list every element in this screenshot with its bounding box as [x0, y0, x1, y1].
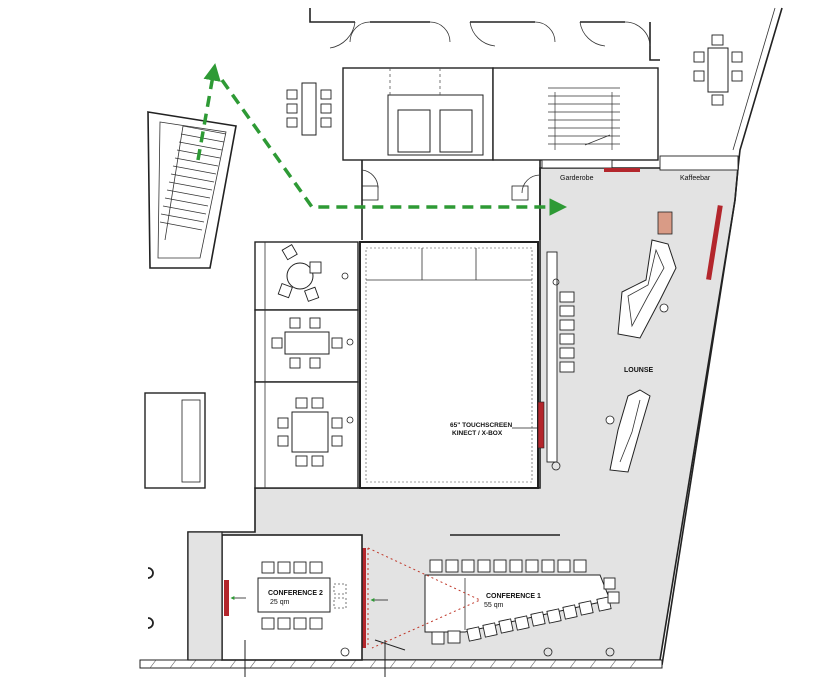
top-door-5: [349, 21, 371, 43]
top-door-1: [329, 21, 356, 49]
bottom-wall-hatch: [149, 659, 637, 669]
lounge-table-1: [659, 303, 669, 313]
left-pipe-1: [147, 567, 154, 579]
core-block: [342, 67, 494, 161]
external-stair-outline: [147, 111, 237, 269]
conference2-name: CONFERENCE 2: [268, 590, 323, 597]
lounge-sofa-upper: [617, 239, 677, 339]
conference2-extra-chair-1: [333, 583, 347, 595]
core-dashed: [389, 68, 441, 95]
top-door-7: [534, 21, 556, 43]
top-door-4: [624, 21, 651, 47]
elevator-1: [397, 109, 431, 153]
left-structure-inner: [181, 399, 201, 483]
left-pipe-2: [147, 617, 154, 629]
projection-lines: [367, 547, 482, 649]
elevator-2: [439, 109, 473, 153]
lounge-sofa-upper-inner: [627, 248, 665, 328]
corridor-door-left: [361, 169, 379, 189]
conference2-screen: [224, 580, 229, 616]
conference2-area: 25 qm: [270, 599, 290, 606]
lounge-sofa-lower-inner: [619, 399, 641, 463]
atrium-top-cells: [366, 248, 532, 281]
conference2-top-chairs: [261, 561, 323, 574]
external-stair-rail: [164, 125, 184, 241]
outer-facade-inner: [732, 7, 776, 151]
top-door-2: [469, 21, 496, 47]
touchscreen-label-line2: KINECT / X-BOX: [452, 430, 503, 437]
garderobe-label: Garderobe: [560, 175, 594, 182]
lounge-sofa-lower: [609, 389, 651, 473]
room2-table: [284, 331, 330, 355]
top-wall: [309, 8, 660, 61]
round-table-chairs: [277, 244, 322, 302]
external-stair-inner: [157, 121, 227, 259]
conference1-end-chair-1: [603, 577, 616, 590]
garderobe-red-strip: [604, 168, 640, 172]
top-left-table: [301, 82, 317, 136]
room3-chairs: [277, 397, 343, 467]
top-door-3: [579, 21, 606, 47]
corridor-door-right-frame: [511, 185, 529, 201]
route-arrow-up: [196, 63, 221, 161]
room3-pillar: [346, 416, 354, 424]
room2-chairs: [271, 317, 343, 369]
kiosk: [657, 211, 673, 235]
conference1-name: CONFERENCE 1: [486, 593, 541, 600]
stair-core: [492, 67, 659, 161]
garderobe-counter: [541, 159, 613, 169]
room3-table: [291, 411, 329, 453]
facade-red-strip: [706, 205, 723, 281]
room1-pillar: [341, 272, 349, 280]
central-atrium: [359, 241, 539, 489]
conference1-area: 55 qm: [484, 602, 504, 609]
top-left-table-chairs: [286, 89, 332, 128]
conference1-door: [374, 639, 406, 651]
round-table: [286, 262, 314, 290]
top-door-6: [429, 21, 451, 43]
top-right-table: [707, 47, 729, 93]
room2-pillar: [346, 338, 354, 346]
kaffeebar-label: Kaffeebar: [680, 175, 711, 182]
conference2-bottom-chairs: [261, 617, 323, 630]
core-inner: [387, 94, 484, 156]
corridor-door-left-frame: [361, 185, 379, 201]
lounge-label: LOUNSE: [624, 367, 654, 374]
conference1-top-chairs: [429, 559, 587, 573]
floor-pillars: [340, 278, 615, 657]
conference1-end-chair-2: [607, 591, 620, 604]
corridor-door-right: [521, 174, 541, 194]
left-structure: [144, 392, 206, 489]
lounge-table-2: [605, 415, 615, 425]
conference2-extra-chair-2: [333, 597, 347, 609]
left-vertical-strip: [187, 531, 223, 661]
long-bench: [546, 251, 558, 463]
conference2-table: [257, 577, 331, 613]
touchscreen-label-line1: 65" TOUCHSCREEN: [450, 422, 513, 429]
conference1-bottom-chairs: [431, 596, 612, 645]
stair-core-steps: [548, 87, 620, 150]
touchscreen-red: [537, 401, 545, 449]
top-right-table-chairs: [693, 34, 743, 106]
bottom-wall: [139, 659, 663, 669]
conference1-screen: [362, 548, 366, 648]
kaffeebar-counter: [659, 155, 739, 171]
bench-seats: [559, 291, 575, 373]
